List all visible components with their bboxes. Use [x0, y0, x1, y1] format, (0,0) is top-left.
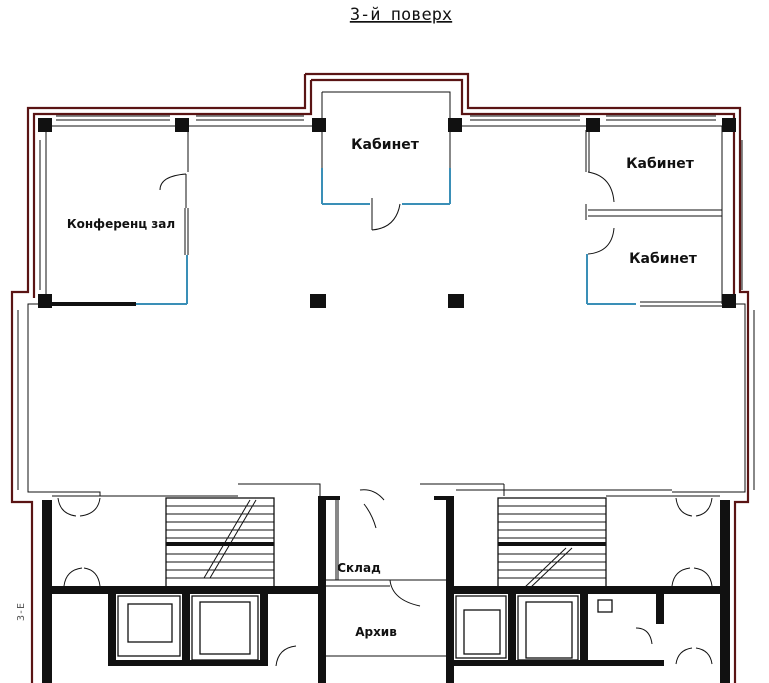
room-label-conference: Конференц зал: [67, 217, 175, 231]
room-label-cabinet-top: Кабинет: [351, 137, 420, 153]
stairs-left: [165, 497, 275, 589]
lower-doors: [57, 489, 713, 667]
axis-marker: 3-Е: [16, 603, 27, 621]
room-label-archive: Архив: [355, 625, 397, 639]
room-label-cabinet-right-upper: Кабинет: [626, 156, 695, 172]
room-label-storage: Склад: [337, 561, 381, 575]
plan-title: 3-й поверх: [350, 5, 452, 25]
conference-room: [52, 130, 189, 306]
outer-facade: [10, 72, 750, 683]
columns: [38, 118, 736, 308]
room-label-cabinet-right-lower: Кабинет: [629, 251, 698, 267]
lower-block-walls: [42, 495, 730, 683]
stairs-right: [497, 497, 607, 589]
windows: [17, 115, 755, 490]
cabinet-right-rooms: [585, 130, 722, 307]
elevators: [117, 595, 613, 661]
cabinet-top-room: [321, 126, 451, 231]
